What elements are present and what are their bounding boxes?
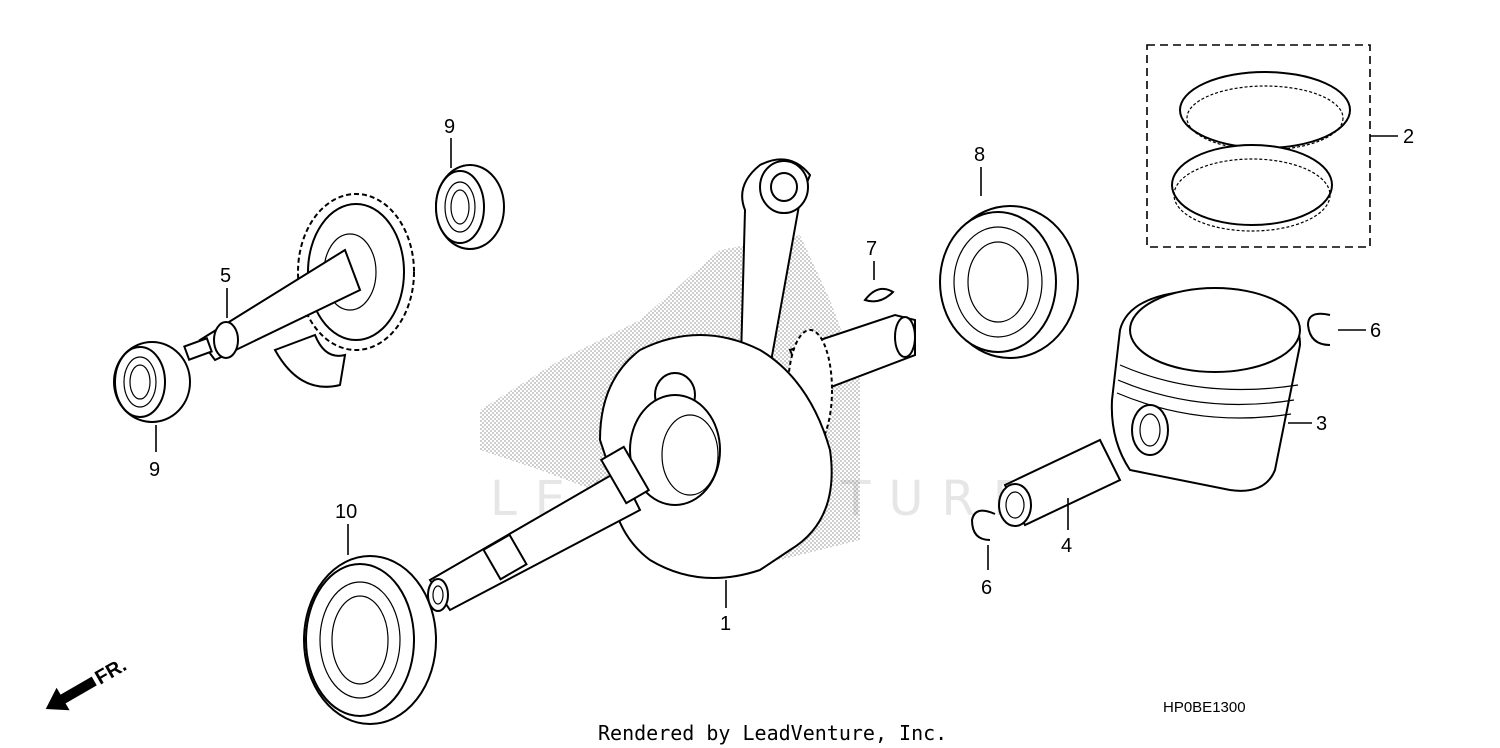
callout-3: 3 [1316,413,1327,435]
part-6-pin-clip-right[interactable] [1306,312,1331,346]
callout-9-top: 9 [444,116,455,138]
diagram-code: HP0BE1300 [1163,699,1246,716]
part-5-balancer-shaft[interactable] [183,193,415,388]
callout-2: 2 [1403,126,1414,148]
credit-text: Rendered by LeadVenture, Inc. [598,721,947,745]
callout-7: 7 [866,238,877,260]
part-8-bearing[interactable] [939,205,1079,359]
part-10-bearing-large[interactable] [303,555,437,725]
front-direction-indicator: FR. [45,654,131,711]
front-label: FR. [92,654,131,689]
part-6-pin-clip-left[interactable] [970,509,996,541]
part-1-crankshaft[interactable] [427,158,916,612]
part-7-woodruff-key[interactable] [863,287,895,303]
callout-6-left: 6 [981,577,992,599]
part-2-piston-ring-set[interactable] [1146,44,1371,248]
leader-lines [155,135,1398,608]
callout-4: 4 [1061,535,1072,557]
callout-5: 5 [220,265,231,287]
callout-6-right: 6 [1370,320,1381,342]
part-9-bearing-top[interactable] [435,164,505,250]
callout-8: 8 [974,144,985,166]
part-9-bearing-left[interactable] [113,341,191,423]
callout-1: 1 [720,613,731,635]
front-arrow-icon [45,676,97,711]
callout-9-bottom: 9 [149,459,160,481]
part-3-piston[interactable] [1110,287,1302,492]
callout-10: 10 [335,501,357,523]
part-4-piston-pin[interactable] [998,438,1122,527]
